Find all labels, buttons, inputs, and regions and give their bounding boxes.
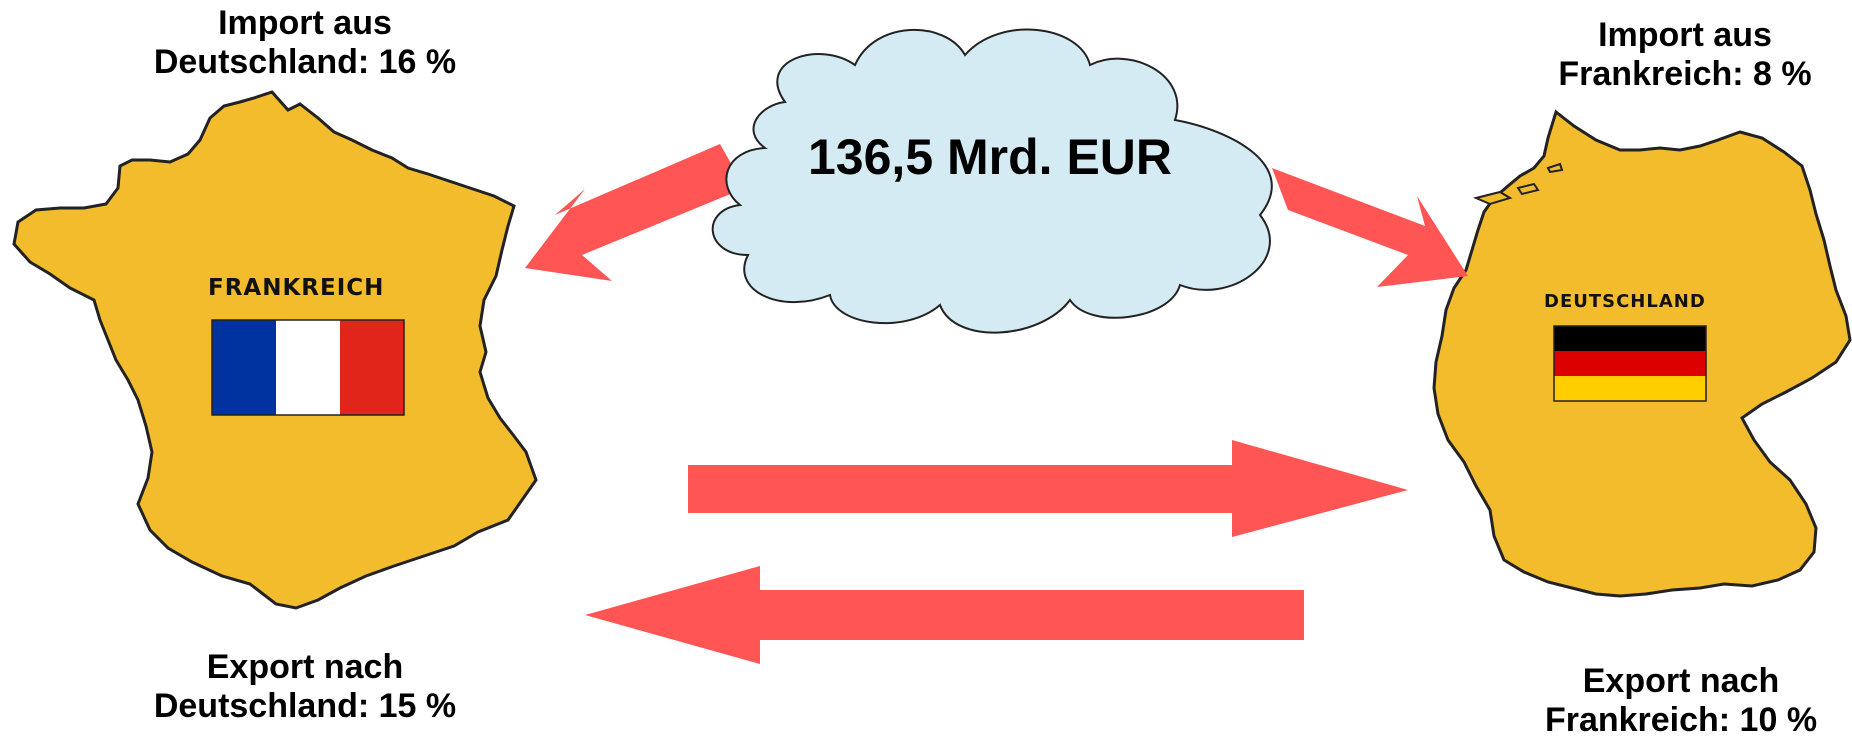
germany-flag-red	[1554, 351, 1706, 376]
germany-import-title: Import aus	[1598, 16, 1772, 54]
germany-flag-border	[1553, 325, 1707, 402]
germany-country-name: DEUTSCHLAND	[1544, 291, 1706, 312]
france-export-label: Export nach Deutschland: 15 %	[125, 648, 485, 726]
germany-import-value: Frankreich: 8 %	[1558, 55, 1812, 94]
frisian-islands	[1472, 162, 1564, 206]
france-export-title: Export nach	[206, 648, 404, 686]
france-country-name: FRANKREICH	[208, 275, 385, 301]
france-import-value: Deutschland: 16 %	[153, 43, 457, 82]
trade-volume-value: 136,5 Mrd. EUR	[808, 129, 1173, 185]
arrow-france-to-germany	[688, 440, 1408, 537]
france-flag-blue	[212, 320, 276, 415]
france-flag-red	[340, 320, 404, 415]
arrow-germany-to-france	[585, 566, 1304, 664]
germany-import-label: Import aus Frankreich: 8 %	[1520, 16, 1850, 94]
france-flag-border	[211, 319, 405, 416]
france-import-label: Import aus Deutschland: 16 %	[120, 4, 490, 82]
germany-export-label: Export nach Frankreich: 10 %	[1516, 662, 1846, 740]
germany-flag-gold	[1554, 376, 1706, 401]
arrow-cloud-to-france	[525, 144, 745, 281]
trade-cloud	[711, 28, 1273, 334]
germany-export-value: Frankreich: 10 %	[1544, 701, 1818, 740]
france-flag-white	[276, 320, 340, 415]
germany-export-title: Export nach	[1582, 662, 1780, 700]
germany-flag-black	[1554, 326, 1706, 351]
france-export-value: Deutschland: 15 %	[153, 687, 457, 726]
arrow-cloud-to-germany	[1272, 168, 1468, 287]
france-import-title: Import aus	[218, 4, 392, 42]
